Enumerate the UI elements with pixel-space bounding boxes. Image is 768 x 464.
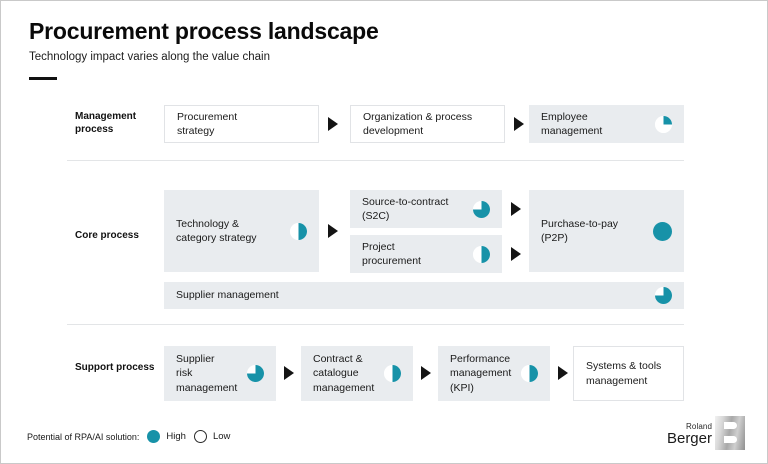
logo-wordmark: Roland Berger [667, 423, 712, 450]
process-box-label: Organization & process development [363, 110, 473, 137]
flow-arrow-icon [328, 117, 338, 131]
process-box-systems-tools-management[interactable]: Systems & tools management [573, 346, 684, 401]
legend-high-dot-icon [147, 430, 161, 443]
flow-arrow-icon [284, 366, 294, 380]
flow-arrow-icon [558, 366, 568, 380]
rpa-potential-pie-icon [384, 365, 401, 382]
flow-arrow-icon [421, 366, 431, 380]
legend-low-dot-icon [193, 430, 207, 443]
process-box-label: Supplier risk management [176, 352, 238, 394]
process-box-label: Employee management [541, 110, 603, 137]
rpa-potential-pie-icon [290, 222, 307, 240]
rpa-potential-pie-icon [653, 221, 672, 241]
process-box-label: Project procurement [362, 240, 421, 267]
legend-title: Potential of RPA/AI solution: [27, 431, 140, 442]
process-box-purchase-to-pay[interactable]: Purchase-to-pay (P2P) [529, 190, 684, 272]
page-title: Procurement process landscape [29, 18, 379, 44]
rpa-potential-pie-icon [655, 115, 672, 133]
logo-b-mark-icon [715, 416, 745, 450]
slide-header: Procurement process landscape Technology… [29, 18, 729, 81]
process-box-label: Performance management (KPI) [450, 352, 512, 394]
process-box-label: Systems & tools management [586, 360, 662, 387]
divider-core-support [67, 324, 684, 325]
legend-item-low: Low [193, 430, 231, 443]
rpa-potential-pie-icon [521, 365, 538, 382]
flow-arrow-icon [514, 117, 524, 131]
flow-arrow-icon [511, 202, 521, 216]
process-box-technology-category-strategy[interactable]: Technology & category strategy [164, 190, 319, 272]
process-box-employee-management[interactable]: Employee management [529, 105, 684, 143]
divider-management-core [67, 160, 684, 161]
rpa-potential-pie-icon [473, 200, 490, 218]
legend-high-label: High [166, 431, 186, 442]
process-box-procurement-strategy[interactable]: Procurement strategy [164, 105, 319, 143]
process-box-supplier-risk-management[interactable]: Supplier risk management [164, 346, 276, 401]
logo-berger-text: Berger [666, 430, 712, 448]
legend-low-label: Low [212, 431, 231, 442]
legend-item-high: High [147, 430, 186, 443]
legend: Potential of RPA/AI solution: High Low [27, 430, 230, 443]
rpa-potential-pie-icon [473, 245, 490, 263]
row-label-management-process: Management process [75, 111, 137, 135]
process-box-label: Technology & category strategy [176, 217, 257, 244]
process-band-label: Supplier management [176, 289, 279, 302]
title-underline-rule [29, 77, 57, 81]
process-box-label: Source-to-contract (S2C) [362, 195, 449, 222]
process-box-source-to-contract[interactable]: Source-to-contract (S2C) [350, 190, 502, 228]
process-box-label: Procurement strategy [177, 110, 238, 137]
row-label-support-process: Support process [75, 362, 155, 373]
row-label-core-process: Core process [75, 230, 139, 241]
process-box-project-procurement[interactable]: Project procurement [350, 235, 502, 273]
process-box-performance-management-kpi[interactable]: Performance management (KPI) [438, 346, 550, 401]
process-box-label: Purchase-to-pay (P2P) [541, 217, 619, 244]
rpa-potential-pie-icon [655, 287, 672, 304]
logo-roland-text: Roland [686, 422, 712, 432]
roland-berger-logo: Roland Berger [667, 416, 745, 450]
flow-arrow-icon [511, 247, 521, 261]
process-box-contract-catalogue-management[interactable]: Contract & catalogue management [301, 346, 413, 401]
process-box-label: Contract & catalogue management [313, 352, 375, 394]
process-band-supplier-management[interactable]: Supplier management [164, 282, 684, 309]
page-subtitle: Technology impact varies along the value… [29, 51, 271, 64]
flow-arrow-icon [328, 224, 338, 238]
rpa-potential-pie-icon [247, 365, 264, 382]
process-box-organization-process-development[interactable]: Organization & process development [350, 105, 505, 143]
